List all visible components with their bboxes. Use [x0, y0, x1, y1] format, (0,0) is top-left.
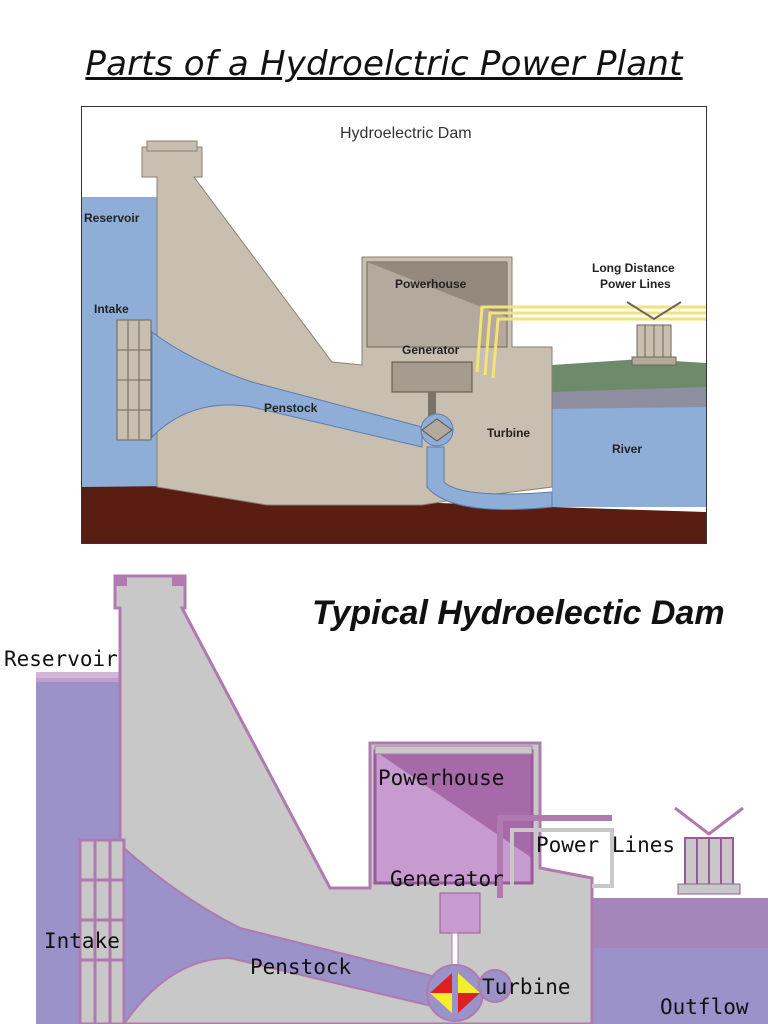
typical-hydroelectric-dam-diagram: Typical Hydroelectic Dam Reservoir Power…	[0, 568, 768, 1024]
label-power-lines-2: Power Lines	[600, 277, 671, 291]
dam-crest	[146, 140, 198, 152]
intake-grate-bars	[80, 840, 124, 1024]
generator	[391, 361, 473, 393]
label-penstock: Penstock	[264, 401, 318, 415]
label-reservoir: Reservoir	[84, 211, 140, 225]
label-turbine: Turbine	[482, 975, 571, 999]
label-intake: Intake	[94, 302, 129, 316]
power-lines-conduit-inner	[510, 828, 614, 890]
hydroelectric-dam-diagram: Hydroelectric Dam Reservoir Intake Power…	[81, 106, 707, 544]
diagram-title: Hydroelectric Dam	[340, 125, 472, 142]
generator-shaft	[428, 392, 436, 432]
label-intake: Intake	[44, 929, 120, 953]
turbine-icon	[426, 964, 512, 1022]
label-power-lines: Power Lines	[536, 833, 675, 857]
power-tower-icon	[626, 301, 682, 366]
power-lines-conduit	[497, 815, 612, 898]
generator	[439, 892, 481, 934]
reservoir-surface	[36, 672, 124, 682]
dam-crest-right	[172, 576, 184, 586]
label-power-lines-1: Long Distance	[592, 261, 675, 275]
outflow-pipe	[426, 446, 553, 510]
river-water	[552, 397, 706, 507]
penstock	[151, 331, 423, 448]
label-penstock: Penstock	[250, 955, 352, 979]
label-powerhouse: Powerhouse	[378, 766, 504, 790]
turbine-blade	[421, 418, 453, 442]
label-turbine: Turbine	[487, 426, 530, 440]
power-lines	[475, 305, 706, 379]
powerhouse-roof	[374, 745, 533, 755]
label-generator: Generator	[390, 867, 504, 891]
dam-crest-left	[115, 576, 127, 586]
rock-bank	[552, 387, 706, 409]
power-tower-icon	[674, 806, 744, 895]
label-river: River	[612, 442, 642, 456]
page-title: Parts of a Hydroelctric Power Plant	[85, 44, 683, 84]
outflow-bank	[592, 898, 768, 948]
powerhouse-shade	[375, 751, 532, 858]
label-reservoir: Reservoir	[4, 647, 118, 671]
diagram-title: Typical Hydroelectic Dam	[312, 594, 725, 632]
powerhouse-shade	[367, 262, 507, 317]
label-generator: Generator	[402, 343, 460, 357]
label-powerhouse: Powerhouse	[395, 277, 467, 291]
label-outflow: Outflow	[660, 995, 749, 1019]
intake-grate-bars	[117, 320, 151, 440]
